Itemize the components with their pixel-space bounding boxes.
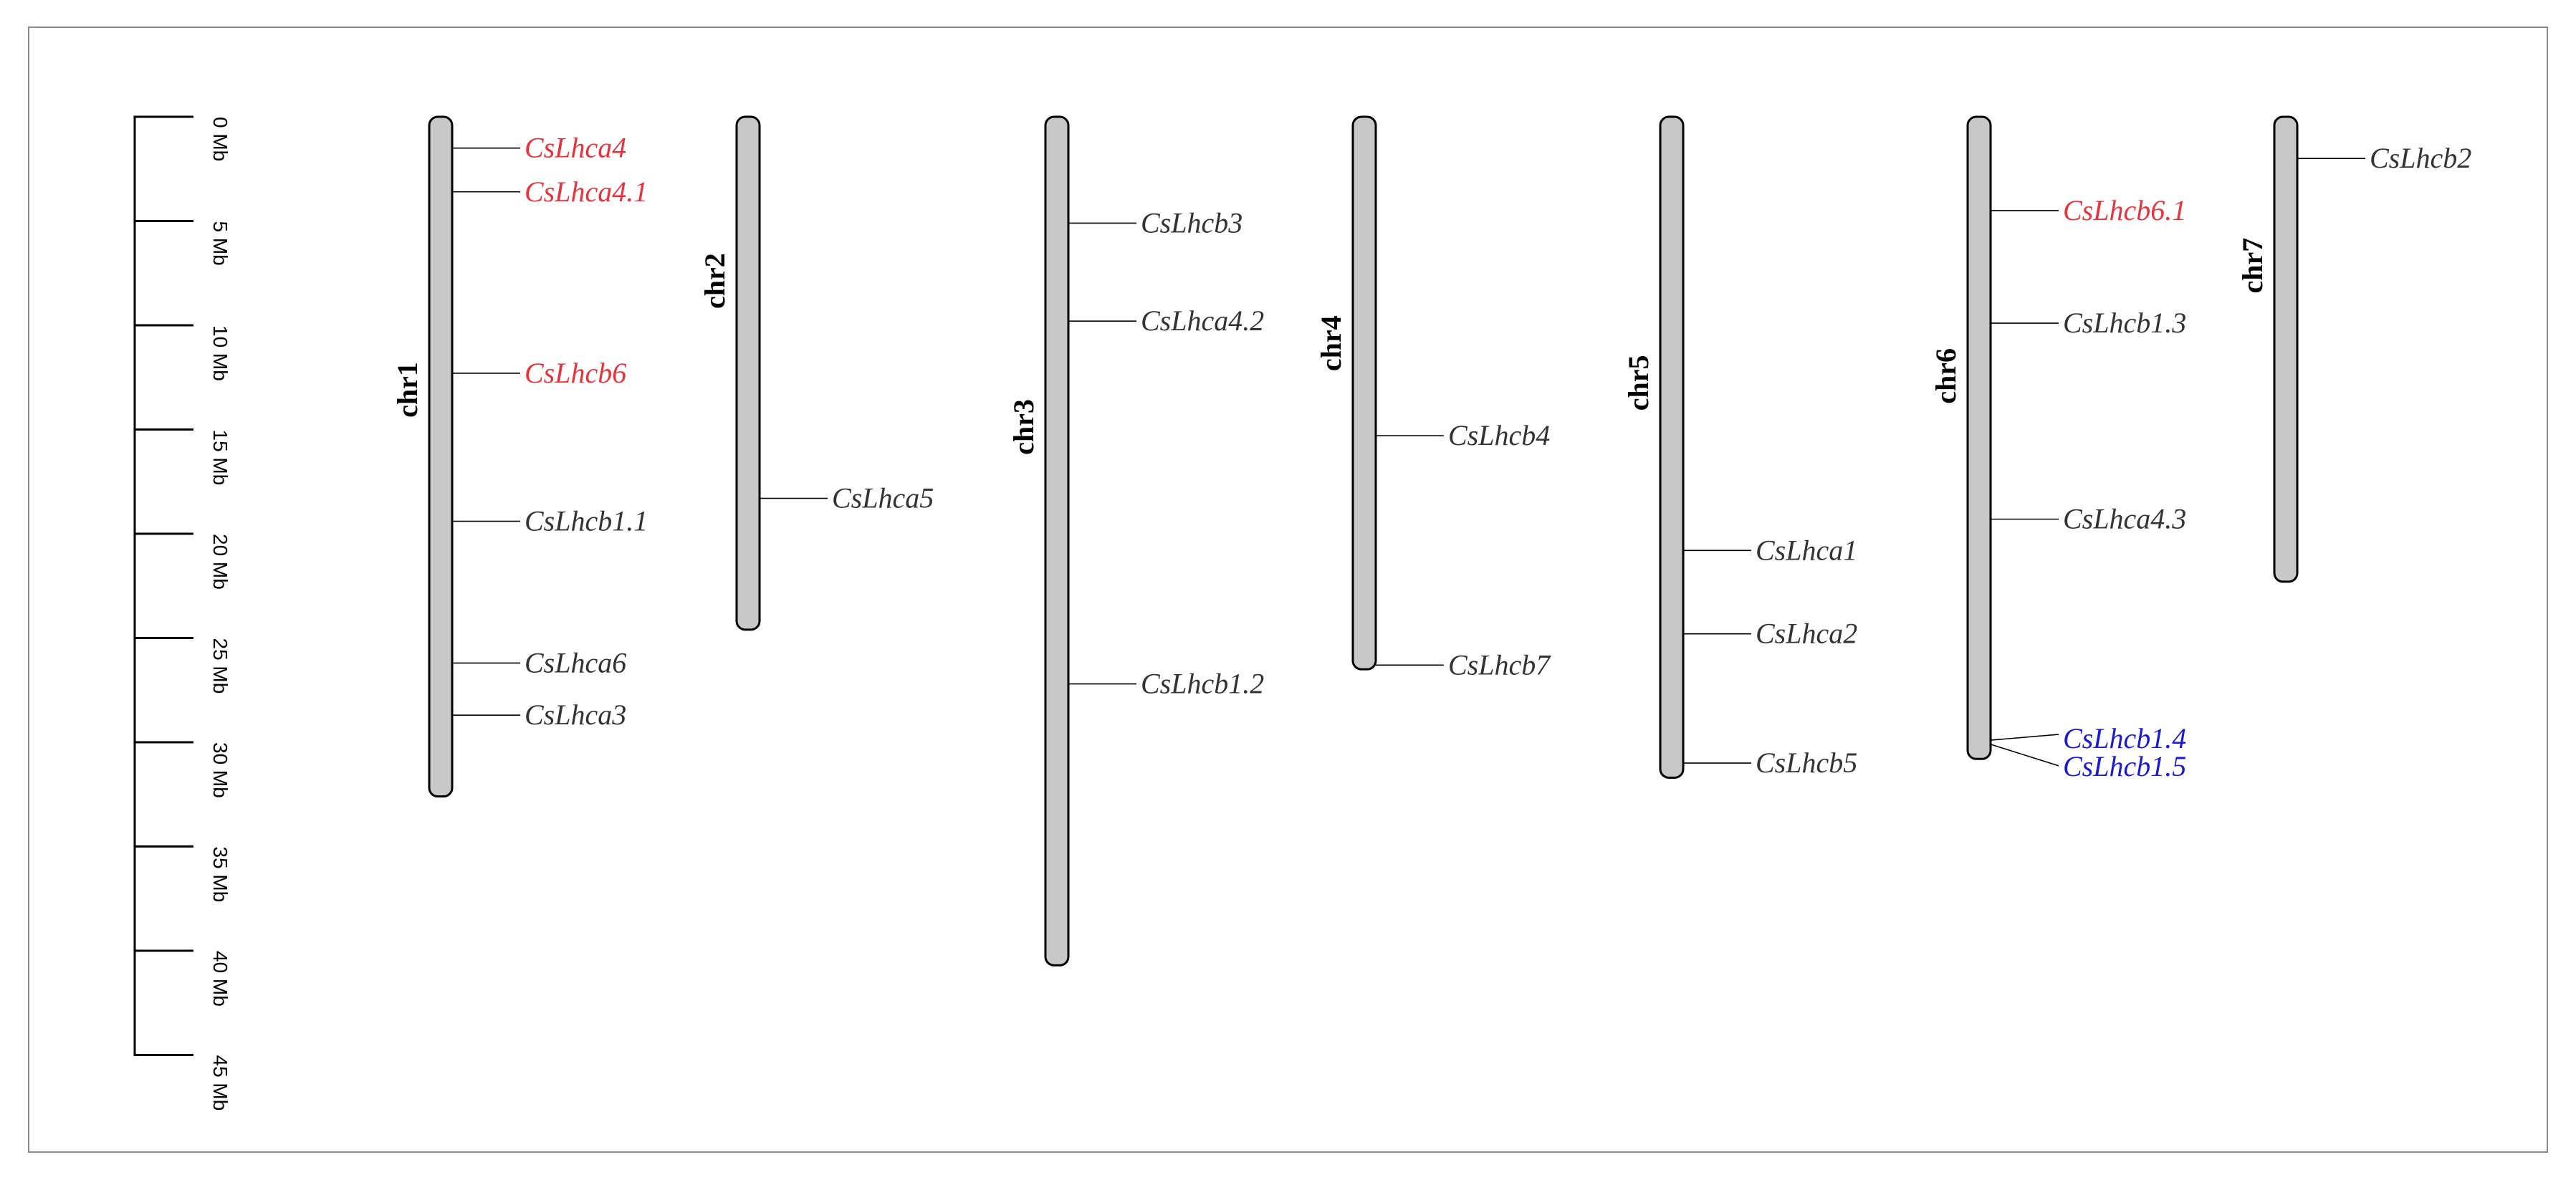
chromosome-label: chr7 [2236,238,2269,294]
ruler-tick-label: 0 Mb [209,117,231,161]
gene-label: CsLhcb5 [1756,747,1857,779]
gene-label: CsLhcb7 [1448,648,1551,681]
gene-label: CsLhcb6.1 [2063,194,2186,226]
gene-label: CsLhcb4 [1448,419,1550,451]
ruler-tick-label: 5 Mb [209,221,231,266]
chromosome-bar [428,115,454,798]
chromosome-label: chr3 [1007,399,1040,455]
gene-label: CsLhca6 [525,646,626,678]
gene-label: CsLhca4 [525,132,626,164]
gene-label: CsLhcb3 [1141,206,1242,239]
chromosome-bar [1351,115,1377,671]
chromosome-chr1: chr1 CsLhca4CsLhca4.1CsLhcb6CsLhcb1.1CsLh… [391,115,648,798]
gene-leader-line [1990,744,2059,767]
chromosome-bar [735,115,761,631]
chromosome-label: chr5 [1622,355,1655,411]
chromosome-bar [1966,115,1992,760]
chromosome-bar [1659,115,1685,779]
chromosome-label: chr2 [699,253,731,309]
ruler-tick-label: 40 Mb [209,951,231,1007]
gene-label: CsLhca3 [525,699,626,731]
ruler-tick-label: 25 Mb [209,638,231,694]
chromosome-bar [1044,115,1070,966]
chromosomes: chr1CsLhca4CsLhca4.1CsLhcb6CsLhcb1.1CsLh… [391,115,2471,966]
chromosome-label: chr6 [1930,348,1962,404]
chromosome-chr6: chr6 CsLhcb6.1CsLhcb1.3CsLhca4.3CsLhcb1.4… [1930,115,2186,782]
gene-label: CsLhcb1.1 [525,505,648,537]
gene-label: CsLhca4.2 [1141,304,1264,337]
chromosome-bar [2273,115,2299,583]
gene-leader-line [1990,734,2059,741]
gene-label: CsLhca1 [1756,534,1857,566]
scale-ruler: 0 Mb 5 Mb 10 Mb 15 Mb 20 Mb 25 Mb 30 Mb 35 Mb 40… [133,115,231,1111]
gene-label: CsLhcb6 [525,357,626,389]
gene-label: CsLhcb1.5 [2063,750,2186,782]
gene-label: CsLhcb2 [2370,142,2471,174]
chromosome-chr7: chr7 CsLhcb2 [2236,115,2471,583]
chromosome-label: chr1 [391,362,423,418]
gene-label: CsLhca2 [1756,618,1857,650]
ruler-tick-label: 15 Mb [209,430,231,486]
ruler-tick-label: 30 Mb [209,742,231,798]
gene-label: CsLhcb1.4 [2063,722,2186,754]
ruler-tick-label: 45 Mb [209,1055,231,1111]
gene-label: CsLhcb1.2 [1141,668,1264,700]
gene-label: CsLhca5 [832,482,934,514]
gene-label: CsLhcb1.3 [2063,307,2186,339]
ruler-tick-label: 10 Mb [209,325,231,381]
ruler-tick-label: 35 Mb [209,847,231,903]
gene-label: CsLhca4.3 [2063,503,2186,535]
chromosome-label: chr4 [1315,315,1347,371]
ruler-tick-label: 20 Mb [209,534,231,590]
gene-label: CsLhca4.1 [525,176,648,208]
